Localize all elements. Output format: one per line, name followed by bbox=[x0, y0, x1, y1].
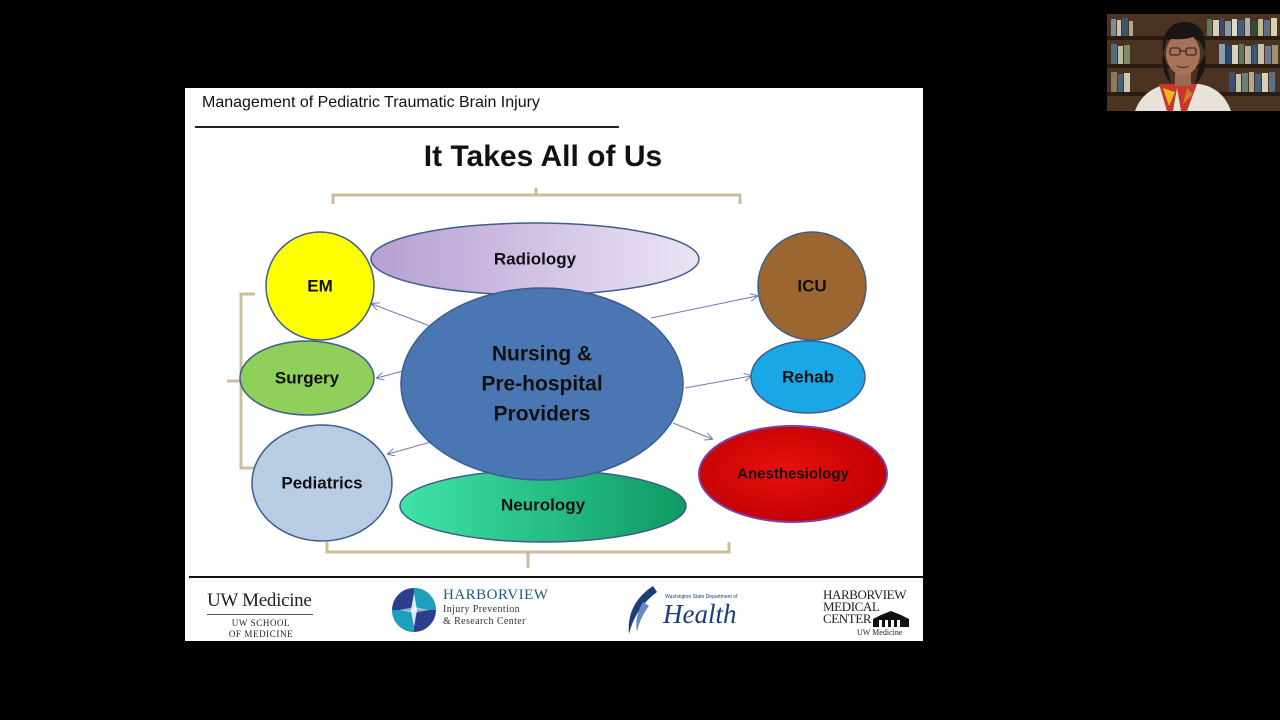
arrow-to-rehab bbox=[684, 376, 751, 389]
node-pediatrics-label: Pediatrics bbox=[281, 474, 362, 493]
wa-health-big: Health bbox=[663, 599, 737, 629]
slide-title: It Takes All of Us bbox=[423, 140, 663, 173]
node-radiology: Radiology bbox=[370, 222, 700, 296]
node-em: EM bbox=[265, 231, 375, 341]
iprc-name: HARBORVIEW bbox=[443, 587, 549, 603]
uw-medicine-logo: UW Medicine UW SCHOOL OF MEDICINE bbox=[207, 590, 315, 641]
bottom-bracket bbox=[325, 542, 731, 568]
node-radiology-label: Radiology bbox=[494, 250, 577, 269]
arrow-to-icu bbox=[650, 296, 757, 319]
node-neurology: Neurology bbox=[399, 469, 687, 543]
node-rehab: Rehab bbox=[750, 340, 866, 414]
slide-header-title: Management of Pediatric Traumatic Brain … bbox=[202, 94, 540, 111]
uw-medicine-name: UW Medicine bbox=[207, 590, 312, 611]
arrow-to-surgery bbox=[377, 370, 404, 378]
presenter-webcam-image bbox=[1107, 14, 1280, 111]
arrow-to-anesthesiology bbox=[672, 422, 712, 439]
node-anesthesiology-label: Anesthesiology bbox=[737, 466, 849, 483]
node-center: Nursing & Pre-hospital Providers bbox=[400, 287, 684, 481]
node-surgery: Surgery bbox=[239, 340, 375, 416]
harborview-iprc-logo: HARBORVIEW Injury Prevention & Research … bbox=[391, 585, 551, 635]
hmc-line3: CENTER bbox=[823, 611, 872, 626]
uw-school-line1: UW SCHOOL bbox=[231, 618, 291, 628]
hmc-line1: HARBORVIEW bbox=[823, 587, 907, 602]
footer-divider bbox=[189, 576, 923, 578]
wa-swoosh-icon bbox=[628, 586, 657, 634]
team-diagram: Radiology Neurology EM Surgery Pediatric… bbox=[227, 188, 888, 568]
iprc-line1: Injury Prevention bbox=[443, 604, 521, 615]
arrow-to-em bbox=[372, 304, 431, 327]
node-neurology-label: Neurology bbox=[501, 496, 586, 515]
node-em-label: EM bbox=[307, 277, 333, 296]
iprc-line2: & Research Center bbox=[443, 616, 526, 627]
node-icu-label: ICU bbox=[797, 277, 826, 296]
wa-health-logo: Washington State Department of Health bbox=[623, 584, 743, 636]
wa-health-small: Washington State Department of bbox=[665, 594, 738, 600]
hmc-uw-medicine: UW Medicine bbox=[857, 628, 903, 637]
center-label-line1: Nursing & bbox=[492, 343, 592, 366]
center-label-line2: Pre-hospital bbox=[481, 373, 602, 396]
iprc-emblem-icon bbox=[392, 588, 436, 632]
hmc-line2: MEDICAL bbox=[823, 599, 880, 614]
node-icu: ICU bbox=[757, 231, 867, 341]
header-divider bbox=[195, 126, 619, 128]
arrow-to-pediatrics bbox=[388, 441, 432, 454]
webcam-video-thumbnail[interactable] bbox=[1107, 14, 1280, 111]
center-label-line3: Providers bbox=[494, 403, 591, 426]
node-pediatrics: Pediatrics bbox=[251, 424, 393, 542]
top-bracket bbox=[331, 188, 742, 204]
node-anesthesiology: Anesthesiology bbox=[698, 425, 888, 523]
hmc-building-icon bbox=[873, 611, 909, 627]
presentation-slide: Management of Pediatric Traumatic Brain … bbox=[185, 88, 923, 641]
uw-school-line2: OF MEDICINE bbox=[228, 629, 294, 639]
node-rehab-label: Rehab bbox=[782, 368, 834, 387]
node-surgery-label: Surgery bbox=[275, 369, 340, 388]
harborview-medical-center-logo: HARBORVIEW MEDICAL CENTER UW Medicine bbox=[823, 587, 915, 639]
